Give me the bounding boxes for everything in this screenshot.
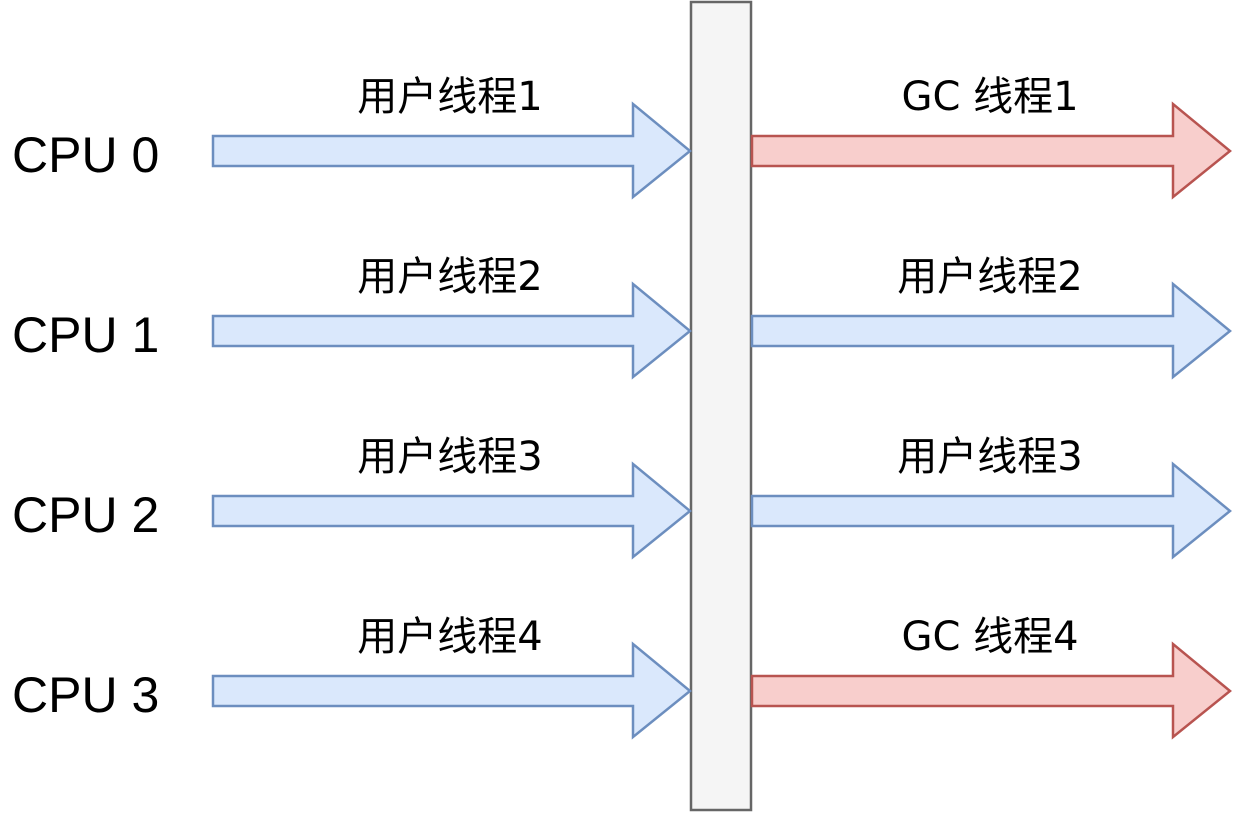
- after-thread-arrow: [750, 641, 1232, 740]
- after-thread-arrow: [750, 281, 1232, 380]
- barrier-bar: [689, 0, 753, 812]
- before-thread-arrow: [211, 641, 692, 740]
- cpu-label: CPU 0: [12, 127, 159, 183]
- cpu-row: CPU 0 用户线程1 GC 线程1: [12, 74, 1232, 200]
- cpu-row: CPU 1 用户线程2 用户线程2: [12, 254, 1232, 380]
- cpu-row: CPU 3 用户线程4 GC 线程4: [12, 614, 1232, 740]
- before-thread-arrow: [211, 461, 692, 560]
- cpu-label: CPU 3: [12, 667, 159, 723]
- after-thread-label: GC 线程4: [901, 614, 1078, 660]
- before-thread-label: 用户线程1: [357, 74, 542, 120]
- before-thread-label: 用户线程2: [357, 254, 542, 300]
- before-thread-label: 用户线程4: [357, 614, 542, 660]
- after-thread-label: 用户线程2: [897, 254, 1082, 300]
- after-thread-arrow: [750, 461, 1232, 560]
- before-thread-label: 用户线程3: [357, 434, 542, 480]
- before-thread-arrow: [211, 281, 692, 380]
- cpu-label: CPU 2: [12, 487, 159, 543]
- cpu-label: CPU 1: [12, 307, 159, 363]
- after-thread-arrow: [750, 101, 1232, 200]
- cpu-row: CPU 2 用户线程3 用户线程3: [12, 434, 1232, 560]
- before-thread-arrow: [211, 101, 692, 200]
- after-thread-label: 用户线程3: [897, 434, 1082, 480]
- after-thread-label: GC 线程1: [901, 74, 1078, 120]
